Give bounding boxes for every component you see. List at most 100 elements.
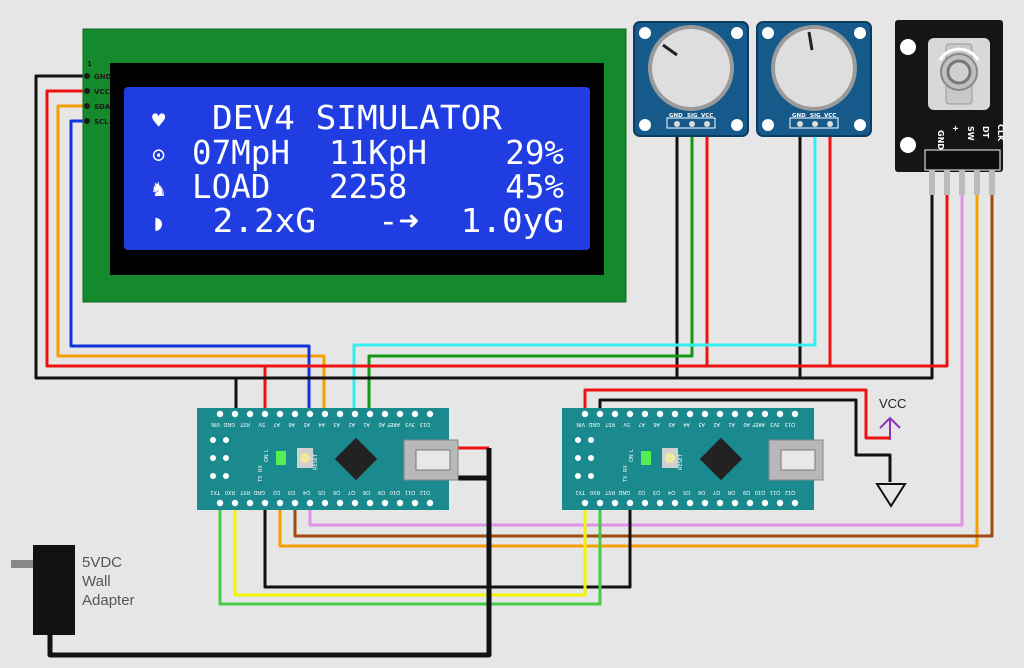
arduino2-pin-d3[interactable]	[656, 499, 664, 507]
nano1-reset-label: RESET	[313, 453, 319, 470]
arduino2-pin-d2[interactable]	[641, 499, 649, 507]
arduino2-pin-5v[interactable]	[626, 410, 634, 418]
arduino1-pin-vin[interactable]	[216, 410, 224, 418]
pot2-pin-gnd: GND	[792, 113, 806, 119]
arduino2-pin-a7[interactable]	[641, 410, 649, 418]
arduino1-pin-a5[interactable]	[306, 410, 314, 418]
wire-a2-vin	[583, 388, 890, 440]
nano2-power-led	[641, 451, 651, 465]
arduino1-pin-d12[interactable]	[426, 499, 434, 507]
arduino1-pin-d2[interactable]	[276, 499, 284, 507]
arduino1-pin-d13[interactable]	[426, 410, 434, 418]
arduino1-pin-a2[interactable]	[351, 410, 359, 418]
arduino2-pin-label-a6: A6	[653, 421, 660, 427]
arduino2-pin-label-a1: A1	[728, 421, 735, 427]
arduino1-pin-gnd[interactable]	[261, 499, 269, 507]
wire-lcd-gnd	[34, 74, 238, 412]
arduino1-pin-label-a7: A7	[273, 421, 280, 427]
arduino2-pin-d6[interactable]	[701, 499, 709, 507]
arduino1-pin-a7[interactable]	[276, 410, 284, 418]
arduino2-pin-a0[interactable]	[746, 410, 754, 418]
arduino1-pin-rst[interactable]	[246, 410, 254, 418]
vcc-symbol: VCC	[879, 396, 906, 440]
arduino2-pin-label-5v: 5V	[623, 421, 630, 427]
enc-pin-gnd: GND	[936, 130, 945, 150]
arduino2-pin-d8[interactable]	[731, 499, 739, 507]
arduino2-pin-d7[interactable]	[716, 499, 724, 507]
lcd-row-3-text: LOAD 2258 45%	[192, 167, 564, 206]
arduino2-pin-label-gnd: GND	[588, 421, 600, 427]
rotate-arrows-icon	[938, 47, 980, 61]
arduino1-pin-label-a6: A6	[288, 421, 295, 427]
arduino2-pin-gnd[interactable]	[626, 499, 634, 507]
arduino2-pin-label-d7: D7	[713, 489, 720, 495]
arduino2-pin-d12[interactable]	[791, 499, 799, 507]
arduino1-pin-tx1[interactable]	[216, 499, 224, 507]
wires	[34, 74, 994, 658]
arduino2-pin-d5[interactable]	[686, 499, 694, 507]
arduino2-pin-3v3[interactable]	[776, 410, 784, 418]
arduino2-pin-vin[interactable]	[581, 410, 589, 418]
arduino1-pin-rst[interactable]	[246, 499, 254, 507]
arduino2-pin-a4[interactable]	[686, 410, 694, 418]
arduino2-pin-a2[interactable]	[716, 410, 724, 418]
arduino1-pin-3v3[interactable]	[411, 410, 419, 418]
lcd-row-4-text: 2.2xG -➜ 1.0yG	[192, 201, 564, 240]
arduino1-pin-a4[interactable]	[321, 410, 329, 418]
arduino2-pin-d10[interactable]	[761, 499, 769, 507]
arduino1-pin-5v[interactable]	[261, 410, 269, 418]
potentiometer-1[interactable]: GND SIG VCC	[633, 21, 749, 137]
arduino1-pin-d7[interactable]	[351, 499, 359, 507]
arduino2-pin-a5[interactable]	[671, 410, 679, 418]
arduino1-pin-a1[interactable]	[366, 410, 374, 418]
arduino1-pin-d3[interactable]	[291, 499, 299, 507]
arduino1-pin-d5[interactable]	[321, 499, 329, 507]
arduino1-pin-label-a1: A1	[363, 421, 370, 427]
arduino1-pin-d11[interactable]	[411, 499, 419, 507]
nano1-led-l: L	[264, 449, 270, 452]
arduino1-pin-a0[interactable]	[381, 410, 389, 418]
arduino1-pin-label-d9: D9	[378, 489, 385, 495]
potentiometer-2[interactable]: GND SIG VCC	[756, 21, 872, 137]
arduino1-pin-label-gnd: GND	[223, 421, 235, 427]
nano2-led-l: L	[629, 449, 635, 452]
arduino2-pin-aref[interactable]	[761, 410, 769, 418]
arduino1-pin-a6[interactable]	[291, 410, 299, 418]
arduino2-pin-rst[interactable]	[611, 499, 619, 507]
arduino2-pin-d9[interactable]	[746, 499, 754, 507]
arduino2-pin-gnd[interactable]	[596, 410, 604, 418]
arduino2-pin-a1[interactable]	[731, 410, 739, 418]
pot2-pin-vcc: VCC	[824, 113, 836, 119]
arduino1-pin-d9[interactable]	[381, 499, 389, 507]
arduino1-pin-d10[interactable]	[396, 499, 404, 507]
arduino1-pin-d8[interactable]	[366, 499, 374, 507]
nano1-led-rx: RX	[258, 465, 264, 472]
arduino2-pin-rx0[interactable]	[596, 499, 604, 507]
arduino2-pin-rst[interactable]	[611, 410, 619, 418]
wire-pot1-sig	[367, 126, 694, 412]
arduino1-pin-d4[interactable]	[306, 499, 314, 507]
arduino2-pin-a3[interactable]	[701, 410, 709, 418]
rotary-encoder[interactable]: GND + SW DT CLK	[895, 20, 1005, 195]
wire-a1-tx	[233, 500, 587, 597]
nano2-icsp-header	[575, 437, 594, 479]
arduino2-pin-a6[interactable]	[656, 410, 664, 418]
arduino2-pin-d11[interactable]	[776, 499, 784, 507]
lcd-row-1-icon: ♥	[152, 109, 166, 134]
nano1-power-led	[276, 451, 286, 465]
arduino1-pin-gnd[interactable]	[231, 410, 239, 418]
arduino2-pin-d13[interactable]	[791, 410, 799, 418]
arduino1-pin-rx0[interactable]	[231, 499, 239, 507]
lcd-row-3-icon: ♞	[152, 177, 165, 202]
arduino1-pin-aref[interactable]	[396, 410, 404, 418]
arduino2-pin-tx1[interactable]	[581, 499, 589, 507]
arduino1-pin-a3[interactable]	[336, 410, 344, 418]
arduino2-pin-d4[interactable]	[671, 499, 679, 507]
arduino1-pin-d6[interactable]	[336, 499, 344, 507]
lcd-pin-scl: SCL	[94, 118, 109, 126]
arduino2-pin-label-a3: A3	[698, 421, 705, 427]
arduino1-pin-label-d5: D5	[318, 489, 325, 495]
lcd-pin-1: 1	[87, 60, 92, 68]
lcd-pin-vcc: VCC	[94, 88, 110, 96]
